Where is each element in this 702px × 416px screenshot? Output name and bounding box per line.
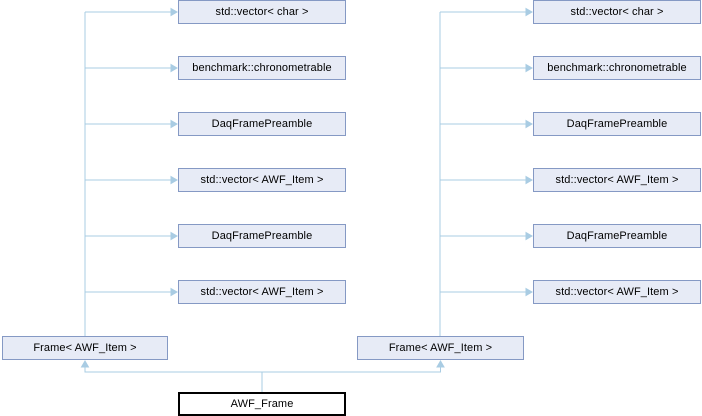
- class-node-left-vector-char[interactable]: std::vector< char >: [178, 0, 346, 24]
- edge-e-right-6: [439, 287, 533, 336]
- class-node-left-daqframepreamble-2[interactable]: DaqFramePreamble: [178, 224, 346, 248]
- class-node-label: AWF_Frame: [230, 398, 294, 410]
- edge-line: [84, 366, 263, 392]
- class-node-label: benchmark::chronometrable: [192, 62, 332, 74]
- class-node-label: DaqFramePreamble: [566, 230, 668, 242]
- class-node-label: std::vector< char >: [215, 6, 309, 18]
- class-node-right-vector-awfitem-2[interactable]: std::vector< AWF_Item >: [533, 280, 701, 304]
- edge-e-left-6: [84, 287, 178, 336]
- class-node-label: std::vector< AWF_Item >: [200, 174, 324, 186]
- class-node-awf-frame[interactable]: AWF_Frame: [178, 392, 346, 416]
- class-node-label: Frame< AWF_Item >: [388, 342, 493, 354]
- class-node-right-daqframepreamble-1[interactable]: DaqFramePreamble: [533, 112, 701, 136]
- edge-arrowhead: [170, 287, 178, 297]
- class-node-label: DaqFramePreamble: [566, 118, 668, 130]
- edge-e-inherit-right: [261, 360, 445, 392]
- class-node-label: benchmark::chronometrable: [547, 62, 687, 74]
- edge-arrowhead: [170, 231, 178, 241]
- edge-arrowhead: [525, 231, 533, 241]
- edge-arrowhead: [525, 287, 533, 297]
- edge-e-right-2: [439, 63, 533, 336]
- edge-e-inherit-left: [80, 360, 263, 392]
- edge-e-right-1: [439, 7, 533, 336]
- edge-e-right-4: [439, 175, 533, 336]
- class-node-label: Frame< AWF_Item >: [33, 342, 137, 354]
- class-node-label: std::vector< char >: [570, 6, 664, 18]
- class-node-label: std::vector< AWF_Item >: [555, 286, 679, 298]
- class-node-label: std::vector< AWF_Item >: [555, 174, 679, 186]
- edge-e-left-1: [84, 7, 178, 336]
- edge-arrowhead: [525, 175, 533, 185]
- edge-arrowhead: [525, 119, 533, 129]
- edge-arrowhead: [80, 360, 90, 368]
- class-node-right-frame-awfitem[interactable]: Frame< AWF_Item >: [357, 336, 524, 360]
- edge-e-left-4: [84, 175, 178, 336]
- class-node-right-daqframepreamble-2[interactable]: DaqFramePreamble: [533, 224, 701, 248]
- class-node-left-frame-awfitem[interactable]: Frame< AWF_Item >: [2, 336, 168, 360]
- edge-line: [261, 366, 441, 392]
- edge-e-left-2: [84, 63, 178, 336]
- edge-e-right-3: [439, 119, 533, 336]
- class-node-label: DaqFramePreamble: [211, 230, 313, 242]
- class-node-right-vector-char[interactable]: std::vector< char >: [533, 0, 701, 24]
- edge-e-right-5: [439, 231, 533, 336]
- edge-arrowhead: [170, 7, 178, 17]
- edge-arrowhead: [436, 360, 445, 368]
- edge-arrowhead: [170, 175, 178, 185]
- edge-arrowhead: [525, 7, 533, 17]
- class-node-left-vector-awfitem-2[interactable]: std::vector< AWF_Item >: [178, 280, 346, 304]
- edge-e-left-5: [84, 231, 178, 336]
- class-node-right-vector-awfitem-1[interactable]: std::vector< AWF_Item >: [533, 168, 701, 192]
- class-node-left-vector-awfitem-1[interactable]: std::vector< AWF_Item >: [178, 168, 346, 192]
- class-node-left-chronometrable[interactable]: benchmark::chronometrable: [178, 56, 346, 80]
- edge-e-left-3: [84, 119, 178, 336]
- edge-arrowhead: [170, 63, 178, 73]
- edge-arrowhead: [170, 119, 178, 129]
- class-node-label: DaqFramePreamble: [211, 118, 313, 130]
- class-node-label: std::vector< AWF_Item >: [200, 286, 324, 298]
- class-node-left-daqframepreamble-1[interactable]: DaqFramePreamble: [178, 112, 346, 136]
- class-node-right-chronometrable[interactable]: benchmark::chronometrable: [533, 56, 701, 80]
- edge-arrowhead: [525, 63, 533, 73]
